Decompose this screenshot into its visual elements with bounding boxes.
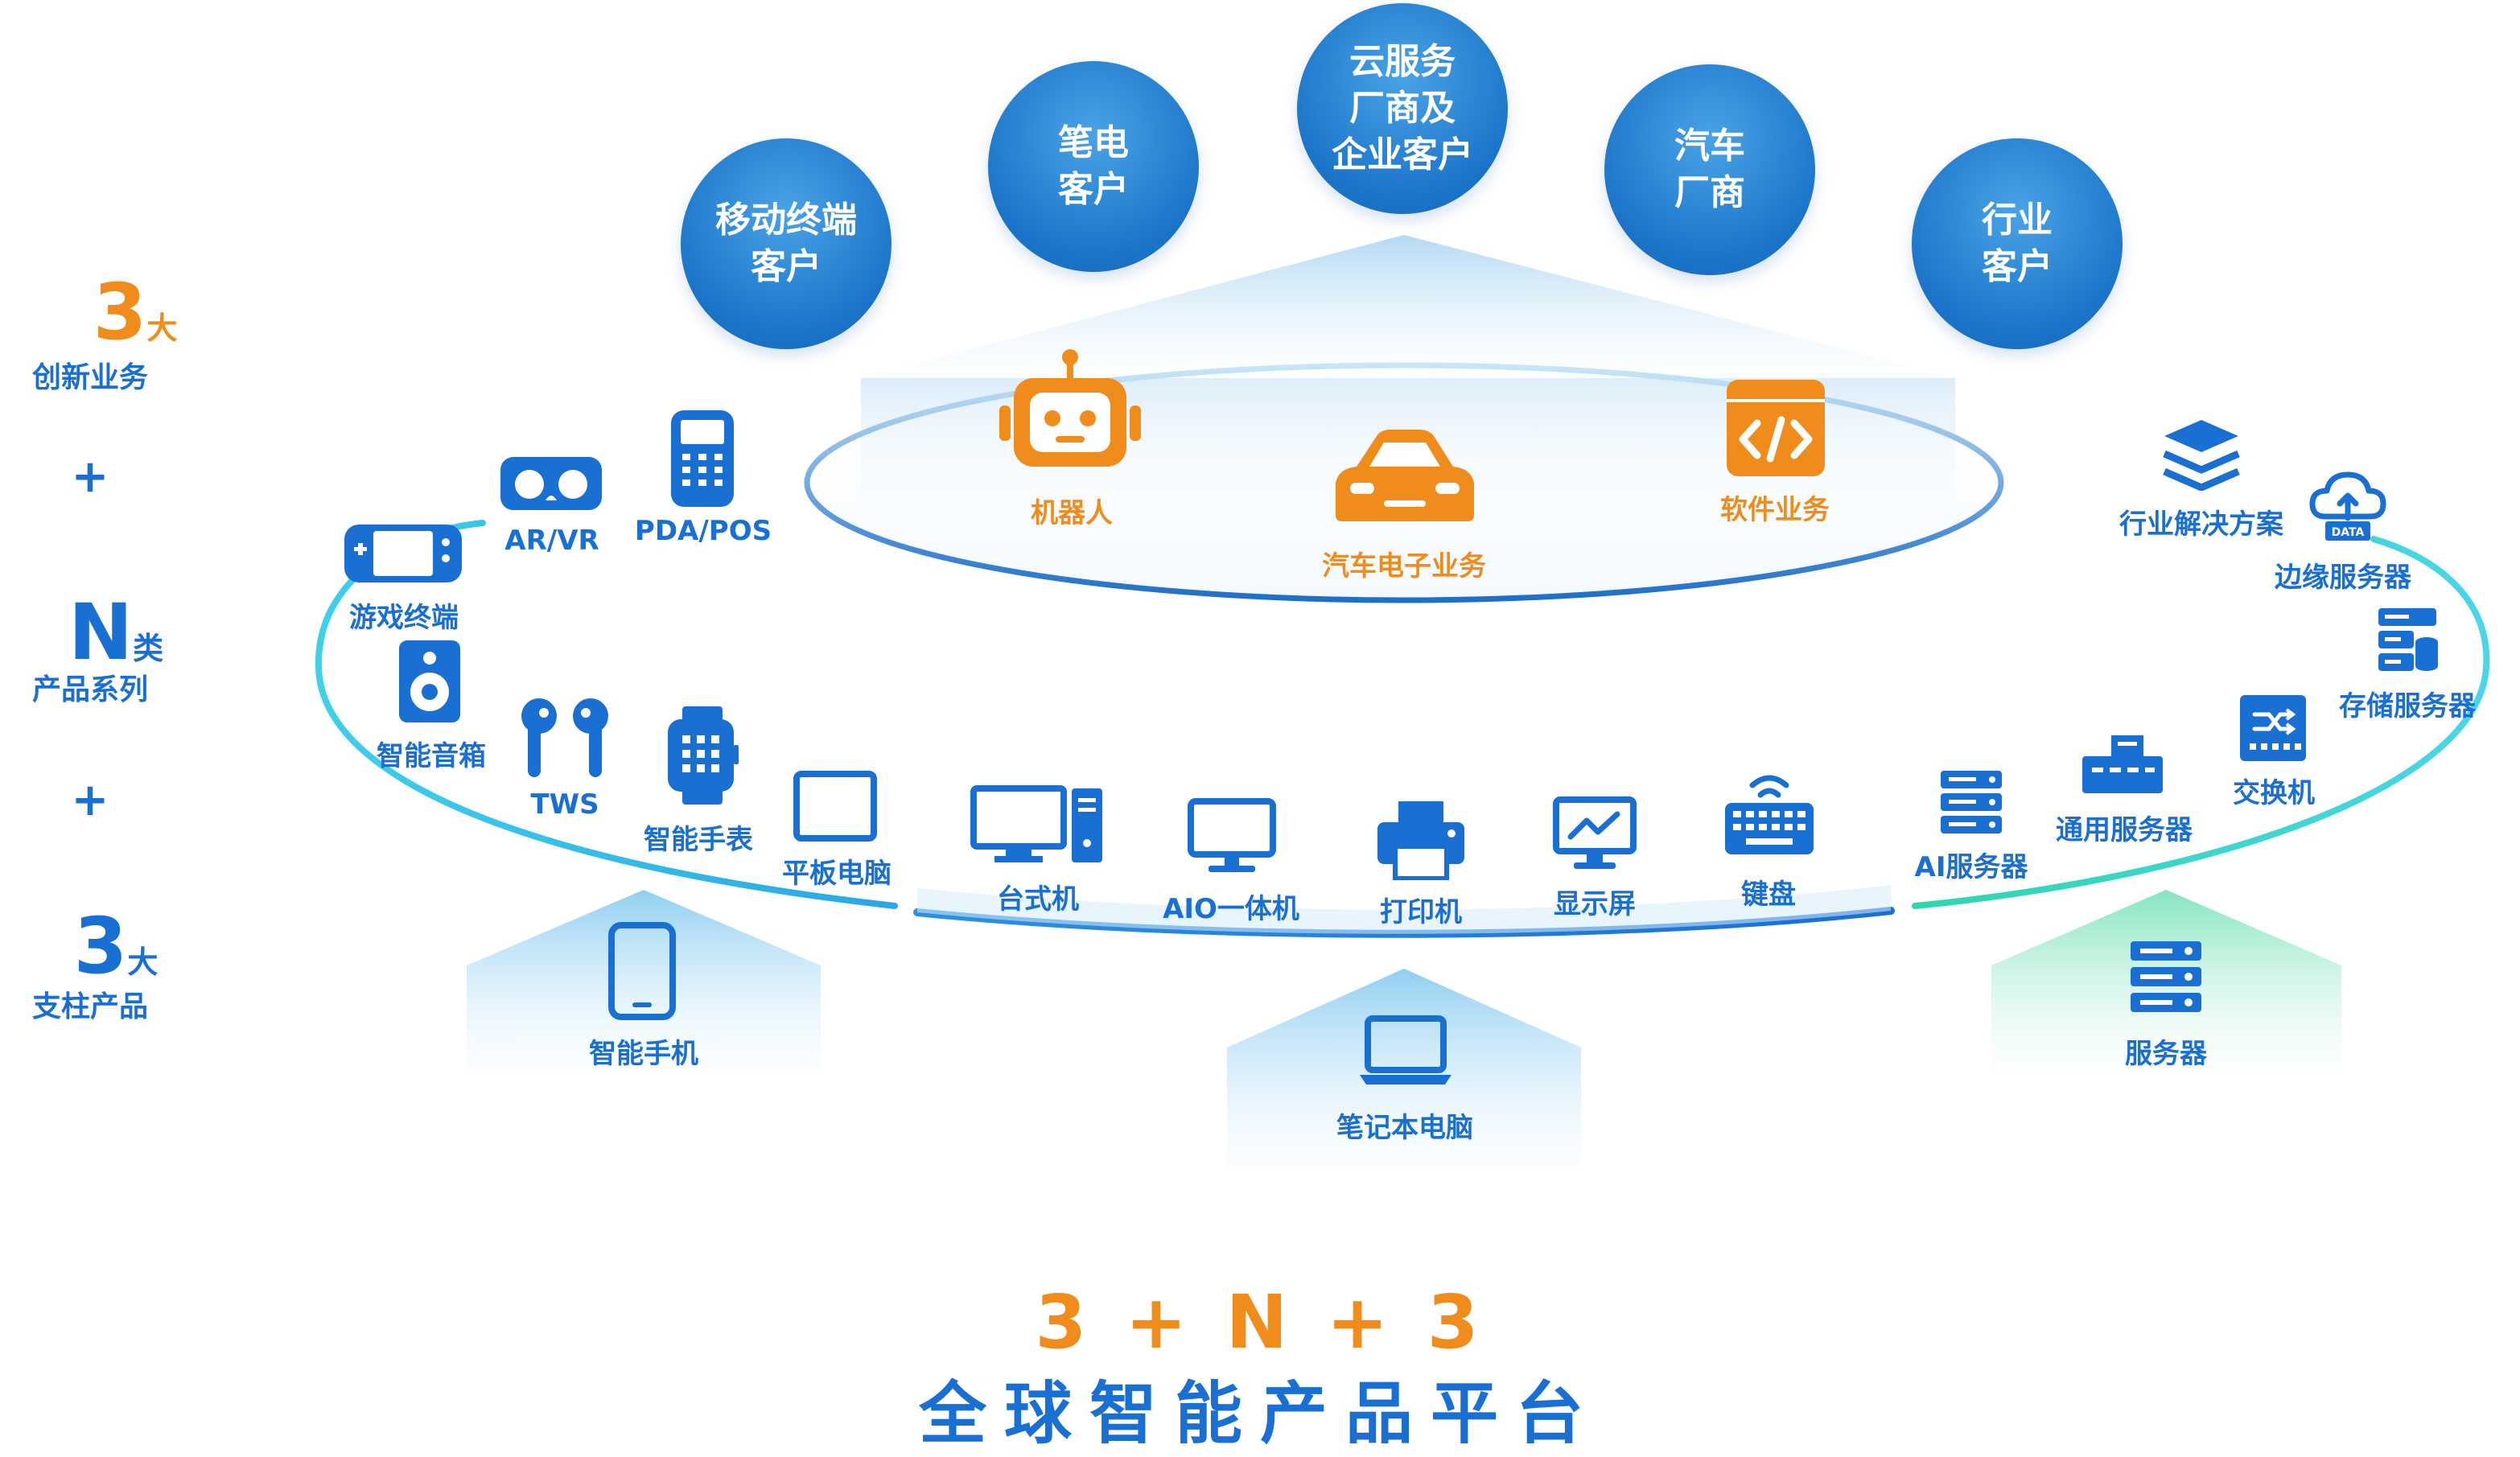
- industry-solutions-label: 行业解决方案: [2119, 508, 2283, 541]
- code-icon: [1727, 380, 1825, 476]
- robot-icon: [999, 349, 1141, 467]
- car-icon: [1336, 430, 1474, 521]
- keyboard-icon: [1725, 775, 1814, 854]
- auto-electronics-label: 汽车电子业务: [1322, 550, 1486, 582]
- legend-number: N: [68, 587, 134, 677]
- cloud-data-icon: DATA: [2309, 471, 2386, 541]
- aio-label: AIO一体机: [1163, 893, 1299, 925]
- switch-icon: [2240, 695, 2306, 761]
- legend-number-3-innovation: 3大: [47, 274, 224, 351]
- legend-number: 3: [73, 901, 128, 991]
- robot-label: 机器人: [1031, 497, 1113, 529]
- pos-terminal-icon: [671, 410, 734, 507]
- smartphone-icon: [608, 922, 676, 1020]
- printer-icon: [1377, 801, 1464, 880]
- earbuds-icon: [521, 698, 608, 777]
- legend-unit: 大: [127, 945, 159, 980]
- ring-right: [1912, 536, 2490, 909]
- layers-icon: [2163, 420, 2240, 491]
- legend-plus-1: +: [71, 451, 109, 503]
- pillar-phone: [467, 890, 821, 1070]
- game-terminal-label: 游戏终端: [349, 602, 459, 634]
- customer-label: 汽车 厂商: [1674, 126, 1745, 213]
- aio-monitor-icon: [1188, 798, 1276, 872]
- desktop-icon: [970, 785, 1102, 862]
- customer-label: 笔电 客户: [1058, 122, 1129, 210]
- customer-circle-laptop: 笔电 客户: [988, 61, 1199, 272]
- smartwatch-label: 智能手表: [644, 824, 753, 856]
- desktop-label: 台式机: [997, 883, 1079, 916]
- laptop-icon: [1360, 1015, 1451, 1085]
- customer-circle-cloud: 云服务 厂商及 企业客户: [1297, 3, 1508, 214]
- software-label: 软件业务: [1720, 494, 1830, 526]
- monitor-label: 显示屏: [1554, 888, 1636, 920]
- ai-server-icon: [1941, 771, 2002, 833]
- data-badge-text: DATA: [2332, 526, 2365, 539]
- legend-pillars-label: 支柱产品: [31, 990, 148, 1023]
- switch-label: 交换机: [2233, 777, 2315, 809]
- customer-label: 移动终端 客户: [715, 200, 857, 287]
- platform-title: 全球智能产品平台: [918, 1374, 1601, 1453]
- customer-label: 行业 客户: [1982, 200, 2053, 287]
- legend-plus-2: +: [71, 774, 109, 826]
- legend-series-label: 产品系列: [31, 673, 148, 706]
- smartphone-label: 智能手机: [589, 1038, 698, 1070]
- tablet-label: 平板电脑: [782, 858, 891, 890]
- storage-server-label: 存储服务器: [2339, 690, 2476, 722]
- keyboard-label: 键盘: [1741, 879, 1796, 911]
- customer-circle-mobile: 移动终端 客户: [681, 138, 891, 349]
- server-label: 服务器: [2125, 1038, 2207, 1070]
- arvr-label: AR/VR: [504, 525, 599, 557]
- legend-innovation-label: 创新业务: [31, 361, 148, 394]
- smart-speaker-label: 智能音箱: [377, 740, 486, 772]
- legend-number-3-pillars: 3大: [27, 908, 204, 985]
- storage-server-icon: [2378, 608, 2438, 671]
- pda-pos-label: PDA/POS: [634, 515, 772, 547]
- legend-unit: 类: [133, 631, 164, 666]
- edge-server-label: 边缘服务器: [2275, 562, 2411, 594]
- legend-number-n-series: N类: [27, 594, 204, 671]
- customer-label: 云服务 厂商及 企业客户: [1332, 41, 1473, 175]
- printer-label: 打印机: [1380, 896, 1462, 928]
- customer-circle-industry: 行业 客户: [1912, 138, 2123, 349]
- customer-circle-auto: 汽车 厂商: [1604, 64, 1815, 275]
- tws-label: TWS: [530, 788, 599, 821]
- display-icon: [1553, 796, 1637, 869]
- speaker-icon: [399, 640, 460, 722]
- smartwatch-icon: [668, 706, 739, 805]
- legend-number: 3: [93, 267, 147, 357]
- laptop-label: 笔记本电脑: [1336, 1112, 1473, 1144]
- general-server-label: 通用服务器: [2056, 814, 2193, 846]
- vr-headset-icon: [500, 457, 602, 510]
- game-console-icon: [344, 525, 462, 582]
- general-server-icon: [2082, 735, 2163, 793]
- upward-beam: [861, 235, 1955, 378]
- ai-server-label: AI服务器: [1914, 851, 2028, 883]
- tablet-icon: [793, 771, 877, 842]
- server-icon: [2131, 941, 2201, 1012]
- formula-title: 3 + N + 3: [1035, 1279, 1485, 1365]
- legend-unit: 大: [146, 311, 178, 346]
